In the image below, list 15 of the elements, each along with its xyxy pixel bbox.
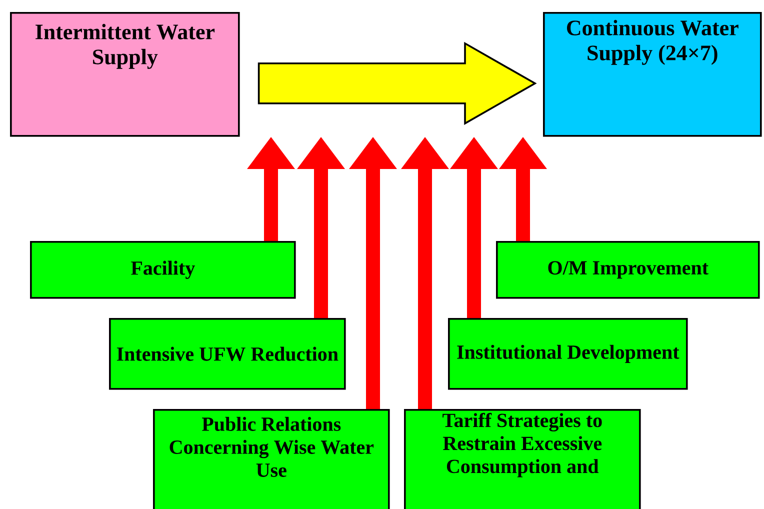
block-arrow xyxy=(349,137,397,409)
state-box: Continuous Water Supply (24×7) xyxy=(543,12,762,137)
measure-box: Institutional Development xyxy=(448,318,688,390)
measure-box: Public Relations Concerning Wise Water Use xyxy=(153,409,390,509)
block-arrow xyxy=(401,137,449,409)
block-arrow xyxy=(247,137,295,241)
measure-box: Facility xyxy=(30,241,296,299)
measure-box: Tariff Strategies to Restrain Excessive Consumption and xyxy=(404,409,641,509)
measure-box: O/M Improvement xyxy=(496,241,760,299)
block-arrow xyxy=(258,42,537,125)
block-arrow xyxy=(499,137,547,241)
block-arrow xyxy=(297,137,345,318)
measure-box: Intensive UFW Reduction xyxy=(109,318,346,390)
state-box: Intermittent Water Supply xyxy=(10,12,240,137)
block-arrow xyxy=(450,137,498,318)
